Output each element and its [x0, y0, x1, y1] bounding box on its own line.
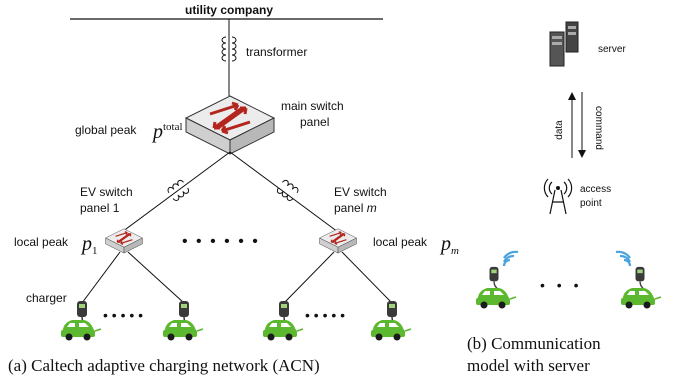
dots-b: • • •: [540, 277, 582, 293]
access-label-1: access: [580, 184, 611, 195]
local-peak-right-label: local peak: [373, 235, 428, 249]
car-icon: [370, 319, 412, 342]
command-label: command: [593, 106, 604, 150]
ev-switch-right-panel: panel: [334, 201, 363, 215]
global-peak-label: global peak: [75, 123, 137, 137]
wifi-icon: [502, 250, 519, 267]
p1-base: p: [80, 233, 92, 255]
dots-left: • • • • •: [103, 307, 143, 323]
switch-icon-right: [318, 228, 358, 254]
p-total: ptotal: [151, 121, 183, 143]
left-to-charger-1: [81, 251, 121, 304]
wifi-icon: [615, 250, 632, 267]
branch-right: [229, 151, 339, 233]
left-to-charger-2: [127, 251, 185, 304]
dots-right: • • • • •: [305, 307, 345, 323]
branch-right-coil-icon: [275, 178, 300, 203]
charger-icon: [488, 266, 500, 291]
car-icon: [475, 287, 517, 310]
main-switch-label-2: panel: [300, 115, 329, 129]
p1-sub: 1: [92, 245, 98, 257]
server-icon: [549, 21, 579, 67]
car-icon: [262, 319, 304, 342]
caption-b-line1: (b) Communication: [467, 334, 601, 353]
local-peak-left-label: local peak: [14, 235, 69, 249]
ev-switch-right-label-1: EV switch: [334, 185, 387, 199]
transformer-label: transformer: [246, 45, 307, 59]
switch-icon: [184, 94, 276, 156]
car-icon: [162, 319, 204, 342]
switch-icon-left: [104, 228, 144, 254]
charger-label: charger: [26, 291, 67, 305]
p-total-base: p: [151, 121, 163, 143]
pm-sub: m: [451, 245, 459, 257]
p1: p1: [80, 233, 98, 257]
ev-switch-left-label-2: panel 1: [80, 201, 120, 215]
right-to-charger-1: [283, 251, 335, 304]
car-icon: [620, 287, 662, 310]
pm-base: p: [439, 233, 451, 255]
antenna-icon: [543, 178, 573, 215]
access-label-2: point: [580, 198, 602, 209]
server-label: server: [598, 44, 626, 55]
caption-a: (a) Caltech adaptive charging network (A…: [8, 356, 320, 375]
right-to-charger-2: [341, 251, 393, 304]
ev-switch-left-label-1: EV switch: [80, 185, 133, 199]
p-total-sup: total: [163, 121, 183, 133]
branch-left: [121, 151, 231, 233]
main-switch-label-1: main switch: [281, 99, 344, 113]
ev-switch-right-label-2: panel m: [334, 201, 377, 215]
car-icon: [60, 319, 102, 342]
caption-b-line2: model with server: [467, 356, 590, 375]
utility-label: utility company: [185, 3, 273, 17]
pm: pm: [439, 233, 459, 257]
data-label: data: [554, 120, 565, 140]
charger-icon: [634, 266, 646, 291]
ev-switch-right-m: m: [367, 201, 377, 215]
data-arrowhead: [568, 92, 576, 100]
dots-middle: • • • • • •: [182, 233, 260, 250]
command-arrowhead: [578, 150, 586, 158]
